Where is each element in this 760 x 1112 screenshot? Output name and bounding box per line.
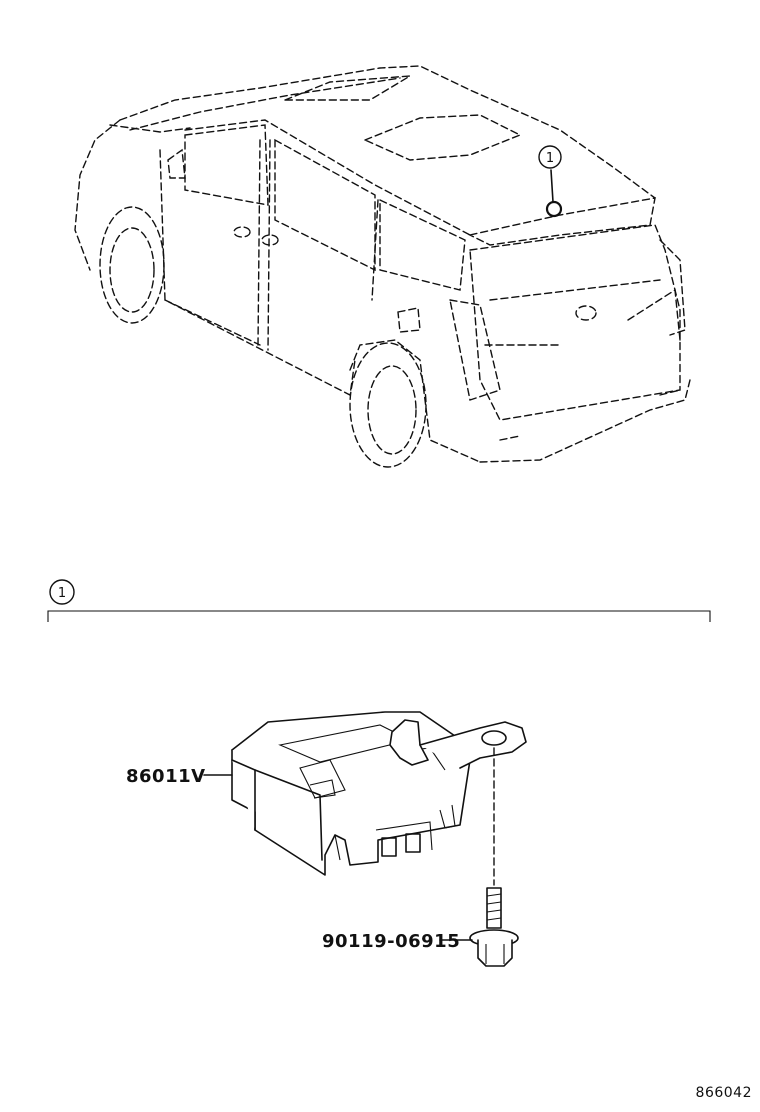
- part-number-90119-06915: 90119-06915: [322, 931, 460, 952]
- part-label-90119-06915: 90119-06915: [322, 931, 473, 952]
- callout-label-vehicle: 1: [546, 151, 554, 166]
- callout-circle-vehicle: [538, 145, 562, 169]
- diagram-reference-number: 866042: [696, 1085, 752, 1101]
- section-bracket: [47, 610, 711, 622]
- part-label-86011v: 86011V: [126, 766, 233, 787]
- part-number-86011v: 86011V: [126, 766, 206, 787]
- callout-label-section: 1: [58, 586, 66, 601]
- callout-circle-section: [49, 579, 75, 605]
- part-86011v-drawing: [231, 711, 527, 876]
- section-header: 1: [47, 579, 711, 622]
- vehicle-location-marker: 1: [538, 145, 563, 218]
- part-90119-06915-drawing: [469, 887, 519, 967]
- vehicle-illustration: [74, 65, 691, 468]
